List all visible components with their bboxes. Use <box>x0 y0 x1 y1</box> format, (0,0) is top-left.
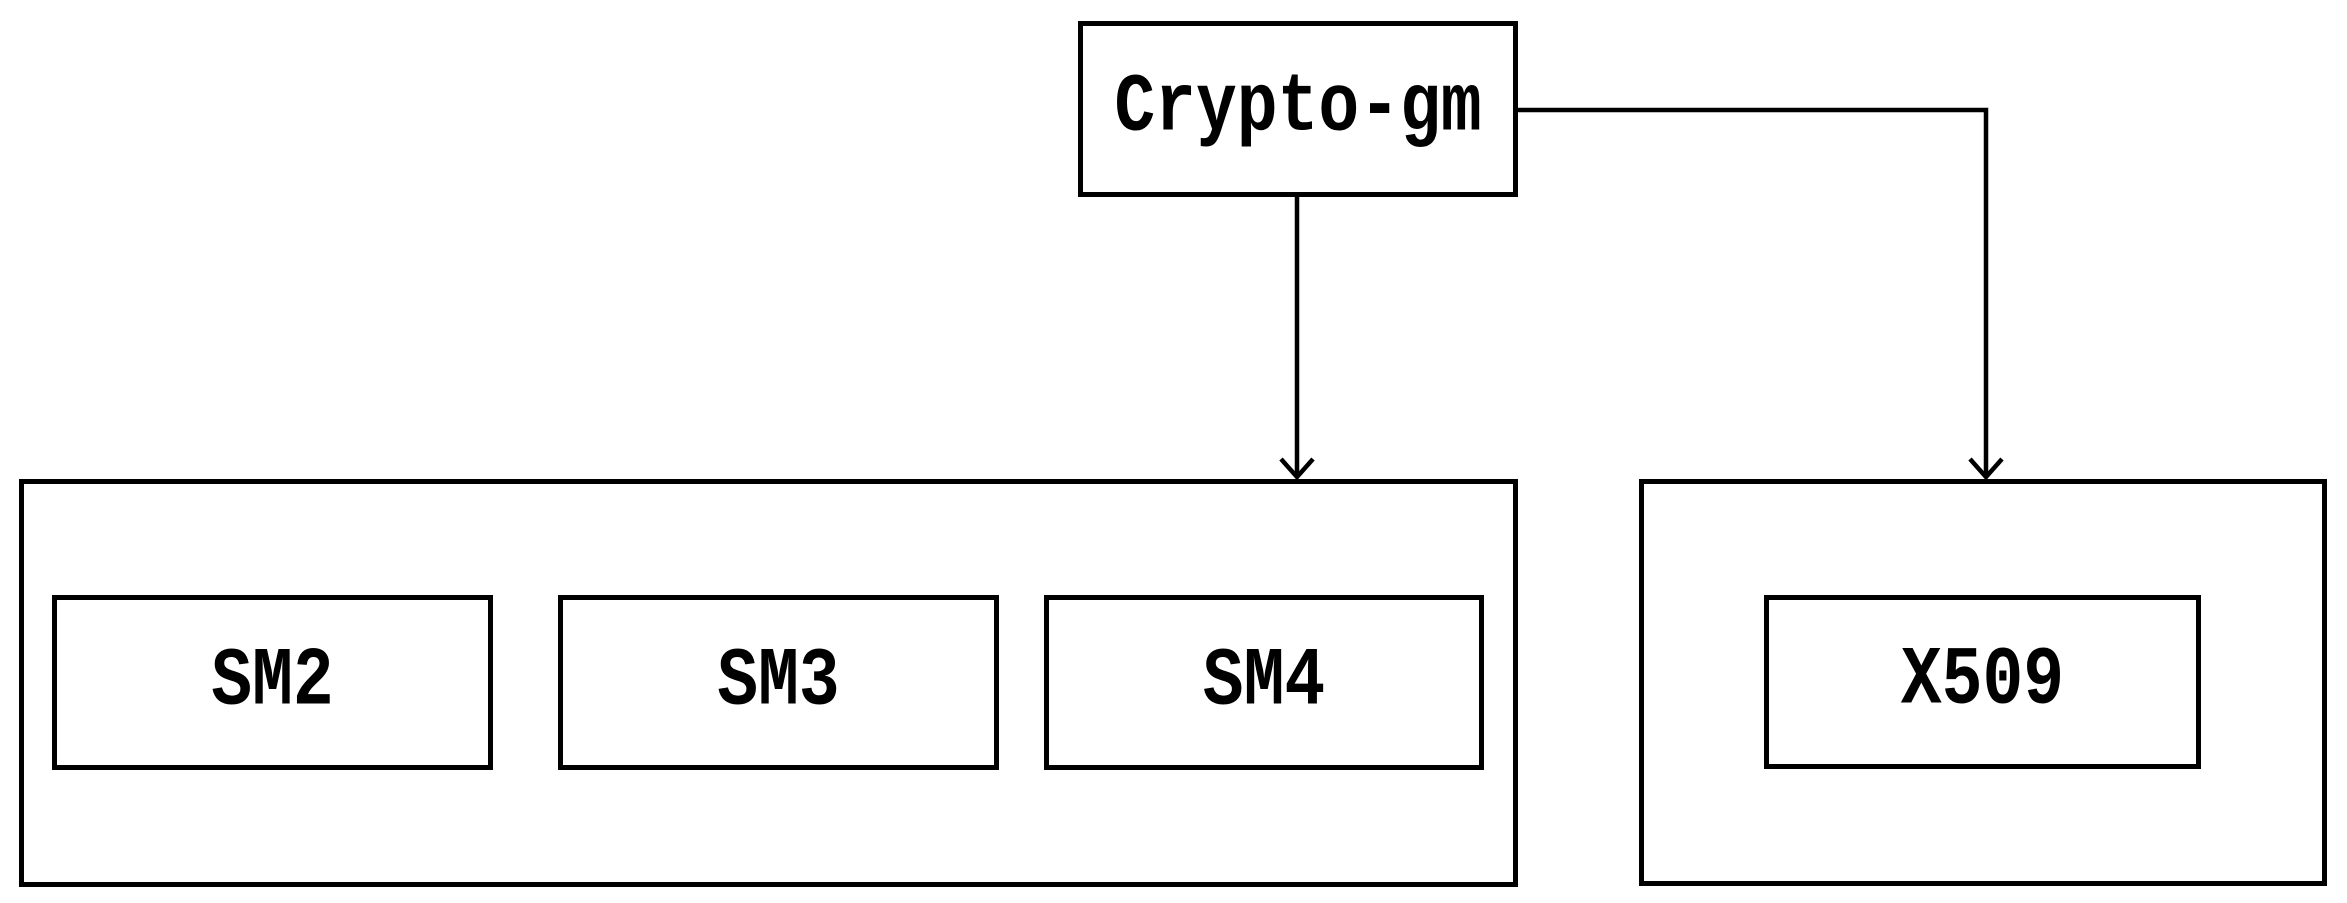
node-x509: X509 <box>1764 595 2201 769</box>
node-sm3-label: SM3 <box>717 634 840 729</box>
node-sm2-label: SM2 <box>211 634 334 729</box>
node-crypto-gm: Crypto-gm <box>1078 21 1518 197</box>
node-sm4-label: SM4 <box>1202 634 1326 729</box>
node-x509-label: X509 <box>1900 634 2065 729</box>
node-crypto-gm-label: Crypto-gm <box>1114 61 1482 156</box>
right-group-container: X509 <box>1639 479 2327 886</box>
node-sm4: SM4 <box>1044 595 1484 770</box>
arrowhead-left-group <box>1279 457 1315 481</box>
arrowhead-right-group <box>1968 457 2004 481</box>
arrow-line-to-right-group <box>1515 107 1989 476</box>
node-sm3: SM3 <box>558 595 999 770</box>
left-group-container: SM2 SM3 SM4 <box>19 479 1518 887</box>
node-sm2: SM2 <box>52 595 493 770</box>
